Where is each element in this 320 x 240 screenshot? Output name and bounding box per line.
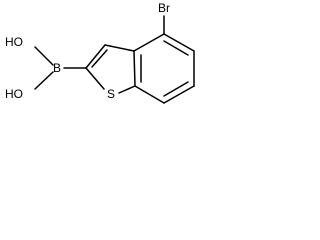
atom-label-boron: B bbox=[53, 61, 61, 75]
bond-c2-c3-double bbox=[91, 49, 108, 68]
atom-label-bromine: Br bbox=[158, 1, 170, 15]
bond-c3a-c4 bbox=[133, 33, 165, 52]
atom-label-sulfur: S bbox=[107, 87, 115, 101]
bond-ho-bottom-b bbox=[34, 71, 54, 90]
bond-c2-c3 bbox=[85, 44, 106, 69]
bond-s-c7a bbox=[118, 85, 136, 94]
bond-c4-c5 bbox=[163, 33, 195, 52]
atom-label-hydroxyl-top: HO bbox=[5, 35, 23, 49]
bond-c3a-c7a bbox=[133, 50, 136, 87]
chemical-structure: Br HO B HO S bbox=[5, 1, 195, 104]
bond-c2-s bbox=[85, 67, 105, 90]
bond-c3-c3a bbox=[104, 44, 135, 52]
bond-c6-c7 bbox=[163, 85, 195, 104]
bond-c6-c7-double bbox=[163, 81, 189, 97]
bond-c4-c5-double bbox=[163, 40, 189, 56]
bond-ho-top-b bbox=[34, 46, 54, 66]
bond-c7-c7a bbox=[134, 85, 165, 104]
atom-labels: Br HO B HO S bbox=[5, 1, 170, 101]
atom-label-hydroxyl-bottom: HO bbox=[5, 87, 23, 101]
bonds bbox=[34, 15, 195, 104]
